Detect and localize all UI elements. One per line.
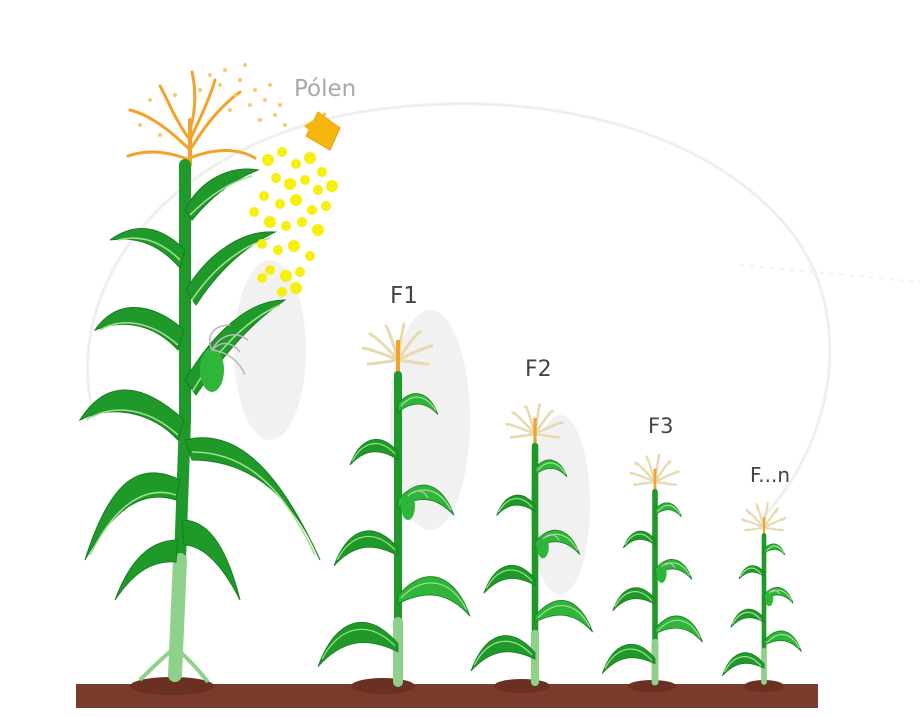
pollen-grain [295, 267, 305, 277]
generation-label-f2: F2 [525, 357, 552, 382]
pollen-grain [275, 199, 285, 209]
pollen-grain [291, 159, 301, 169]
pollen-cluster [249, 147, 338, 297]
pollen-grain [262, 154, 274, 166]
generation-label-fn: F...n [750, 463, 790, 487]
pollen-grain [321, 201, 331, 211]
pollen-grain [277, 147, 287, 157]
pollen-grain [297, 217, 307, 227]
pollen-grain [281, 221, 291, 231]
pollen-grain [313, 185, 323, 195]
pollen-grain [290, 194, 302, 206]
pollen-grain [326, 180, 338, 192]
pollen-label: Pólen [294, 76, 356, 102]
pollen-grain [249, 207, 259, 217]
generation-label-f1: F1 [390, 283, 418, 309]
pollen-grain [257, 273, 267, 283]
pollen-grain [273, 245, 283, 255]
pollen-grain [307, 205, 317, 215]
pollen-grain [288, 240, 300, 252]
pollen-grain [277, 287, 287, 297]
parent-tassel [128, 72, 255, 165]
pollen-grain [259, 191, 269, 201]
pollen-grain [257, 239, 267, 249]
pollen-grain [284, 178, 296, 190]
pollen-grain [264, 216, 276, 228]
pollen-grain [290, 282, 302, 294]
pollen-grain [305, 251, 315, 261]
pollen-grain [271, 173, 281, 183]
pollen-grain [300, 175, 310, 185]
pollen-grain [312, 224, 324, 236]
plant-f3 [602, 455, 702, 682]
pollen-grain [280, 270, 292, 282]
pollen-grain [304, 152, 316, 164]
pollen-grain [265, 265, 275, 275]
plant-fn [722, 503, 801, 682]
pollen-grain [317, 167, 327, 177]
generation-label-f3: F3 [648, 414, 673, 438]
